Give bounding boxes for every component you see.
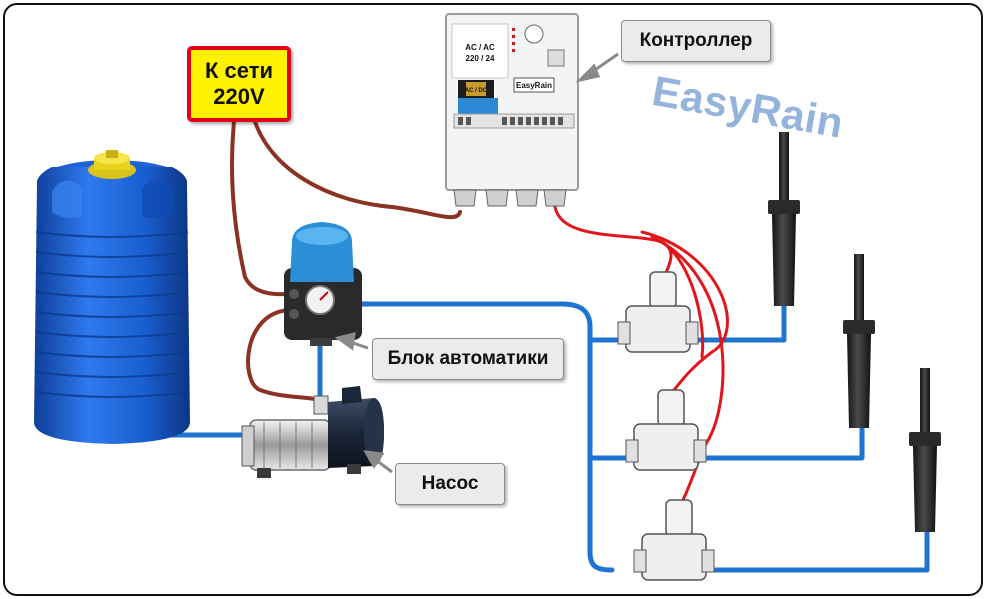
controller-brand-plate: EasyRain: [516, 81, 552, 90]
valve-1: [617, 271, 699, 353]
transformer-label-1: AC / AC: [465, 43, 495, 52]
mains-to-controller-cable: [250, 110, 462, 220]
controller-arrowhead: [575, 63, 601, 83]
water-tank-icon: [34, 150, 190, 444]
common-wire: [660, 240, 705, 359]
main-supply-pipe: [357, 301, 615, 573]
valve-3: [633, 499, 715, 581]
outlet-pipe-3: [701, 524, 930, 573]
pressure-control-icon: [284, 222, 362, 346]
pump-arrowhead: [363, 450, 385, 469]
automation-unit-label: Блок автоматики: [372, 338, 564, 380]
sprinkler-3: [909, 368, 941, 532]
solenoid-valve-icon: [617, 271, 715, 581]
mains-to-automation-cable: [230, 110, 289, 297]
valve-2-wire: [640, 230, 729, 392]
sprinkler-1: [768, 132, 800, 306]
irrigation-diagram: AC / AC 220 / 24 AC / DC EasyRain: [34, 13, 941, 581]
mains-power-label: К сети 220V: [187, 46, 291, 122]
signal-wires: [553, 205, 729, 504]
sprinkler-2: [843, 254, 875, 428]
valve-2: [625, 389, 707, 471]
controller-label: Контроллер: [621, 20, 771, 62]
power-cables: [230, 110, 462, 402]
valve-1-wire-a: [553, 205, 673, 279]
mains-label-line-1: К сети: [204, 58, 274, 83]
transformer-label-2: 220 / 24: [466, 54, 495, 63]
diagram-frame: AC / AC 220 / 24 AC / DC EasyRain: [3, 3, 983, 596]
converter-label: AC / DC: [465, 88, 488, 94]
valve-3-wire: [650, 235, 725, 504]
callout-arrows: [334, 52, 619, 474]
automation-arrowhead: [334, 332, 356, 351]
pump-icon: [241, 386, 384, 478]
pump-callout-arrow: [375, 458, 393, 474]
outlet-pipe-2: [694, 419, 865, 461]
mains-label-line-2: 220V: [213, 84, 265, 109]
sprinkler-icon: [768, 132, 941, 532]
pump-label: Насос: [395, 463, 505, 505]
outlet-pipe-1: [687, 297, 787, 343]
automation-to-pump-cable: [246, 308, 322, 402]
controller-box-icon: AC / AC 220 / 24 AC / DC EasyRain: [445, 13, 579, 207]
